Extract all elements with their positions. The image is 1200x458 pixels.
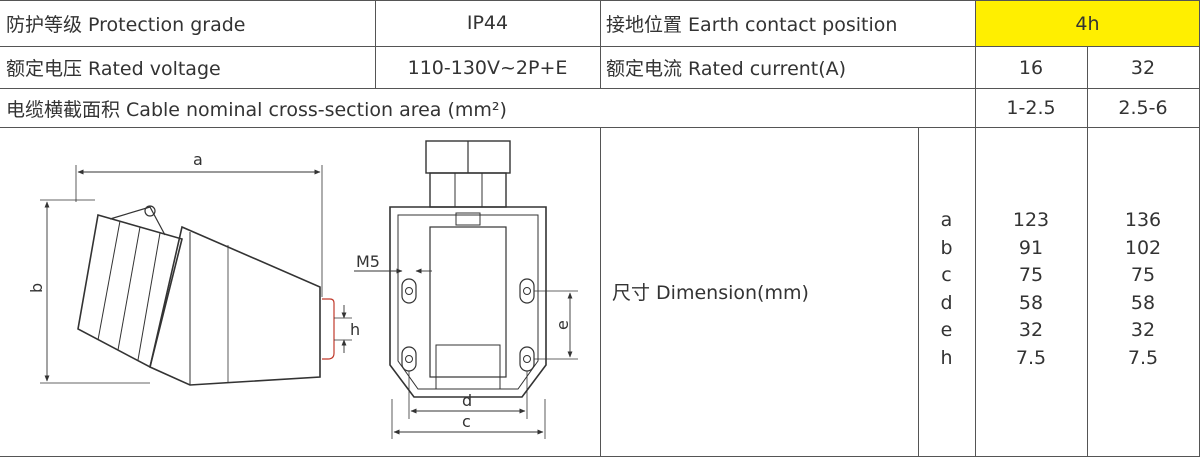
dim-d-label: d bbox=[462, 391, 472, 410]
front-inner-panel bbox=[429, 226, 507, 378]
side-cover-line3 bbox=[137, 232, 161, 361]
mount-slot-bottom-left bbox=[401, 346, 417, 372]
cable-area-label: 电缆横截面积 Cable nominal cross-section area … bbox=[6, 98, 507, 121]
protection-grade-label: 防护等级 Protection grade bbox=[6, 13, 246, 36]
letter-d: d bbox=[940, 291, 953, 314]
mount-slot-top-right bbox=[519, 278, 535, 304]
row-divider-2 bbox=[0, 88, 1200, 89]
rated-current-label: 额定电流 Rated current(A) bbox=[606, 58, 847, 80]
dimension-values-32: 136 102 75 58 32 7.5 bbox=[1087, 207, 1199, 372]
col-divider-600 bbox=[600, 0, 601, 88]
value32-d: 58 bbox=[1130, 291, 1156, 314]
dim-e-label: e bbox=[553, 320, 572, 330]
side-cover-body bbox=[77, 213, 183, 369]
mount-hole-top-right bbox=[523, 287, 531, 295]
side-hinge bbox=[109, 206, 166, 236]
cable-area-16: 1-2.5 bbox=[1006, 97, 1056, 119]
letter-c: c bbox=[941, 264, 952, 286]
side-cover-line1 bbox=[97, 220, 121, 341]
value16-d: 58 bbox=[1018, 291, 1044, 314]
value32-e: 32 bbox=[1130, 319, 1156, 341]
front-view: M5 e d c bbox=[354, 140, 578, 439]
letter-b: b bbox=[940, 236, 953, 259]
value16-e: 32 bbox=[1018, 319, 1044, 341]
col-divider-375 bbox=[375, 0, 376, 88]
side-view: a b h bbox=[27, 150, 360, 386]
col-divider-600b bbox=[600, 127, 601, 456]
value16-c: 75 bbox=[1018, 264, 1044, 286]
col-divider-1087 bbox=[1087, 46, 1088, 456]
dim-b-label: b bbox=[27, 283, 46, 293]
technical-drawing: a b h bbox=[27, 140, 578, 439]
dimension-label: 尺寸 Dimension(mm) bbox=[612, 282, 809, 304]
dimension-letters: a b c d e h bbox=[918, 207, 975, 372]
earth-contact-label: 接地位置 Earth contact position bbox=[606, 13, 898, 36]
letter-e: e bbox=[940, 319, 953, 341]
protection-grade-value: IP44 bbox=[466, 12, 509, 34]
rated-voltage-value: 110-130V~2P+E bbox=[407, 56, 568, 79]
col-divider-975 bbox=[975, 0, 976, 456]
letter-h: h bbox=[940, 346, 953, 369]
value32-a: 136 bbox=[1124, 209, 1162, 231]
rated-current-32: 32 bbox=[1130, 56, 1156, 79]
dim-m5-label: M5 bbox=[356, 252, 380, 271]
value32-c: 75 bbox=[1130, 264, 1156, 286]
side-socket-body bbox=[149, 225, 321, 386]
mount-hole-bottom-left bbox=[405, 355, 413, 363]
mount-hole-bottom-right bbox=[523, 355, 531, 363]
front-cable-gland bbox=[429, 172, 507, 208]
front-top-tab bbox=[455, 212, 481, 226]
cable-area-32: 2.5-6 bbox=[1118, 97, 1168, 119]
col-divider-918 bbox=[918, 127, 919, 456]
letter-a: a bbox=[940, 209, 953, 231]
dim-a-label: a bbox=[193, 150, 203, 169]
side-hinge-pin bbox=[144, 205, 156, 217]
front-housing-outline bbox=[389, 206, 547, 398]
mount-slot-bottom-right bbox=[519, 346, 535, 372]
front-housing-inner bbox=[397, 214, 539, 390]
mount-slot-top-left bbox=[401, 278, 417, 304]
rated-current-16: 16 bbox=[1018, 56, 1044, 79]
earth-contact-value: 4h bbox=[976, 1, 1199, 46]
dim-h-label: h bbox=[350, 320, 360, 339]
mount-hole-top-left bbox=[405, 287, 413, 295]
value16-h: 7.5 bbox=[1015, 346, 1047, 369]
side-cover-line2 bbox=[117, 226, 141, 351]
dim-c-label: c bbox=[462, 412, 471, 431]
value32-b: 102 bbox=[1124, 236, 1162, 259]
dimension-values-16: 123 91 75 58 32 7.5 bbox=[975, 207, 1087, 372]
value32-h: 7.5 bbox=[1127, 346, 1159, 369]
side-mount-bracket bbox=[322, 298, 335, 360]
table-border-bottom bbox=[0, 456, 1200, 457]
value16-b: 91 bbox=[1018, 236, 1044, 259]
value16-a: 123 bbox=[1012, 209, 1050, 231]
rated-voltage-label: 额定电压 Rated voltage bbox=[6, 58, 221, 80]
front-bottom-box bbox=[435, 344, 501, 390]
